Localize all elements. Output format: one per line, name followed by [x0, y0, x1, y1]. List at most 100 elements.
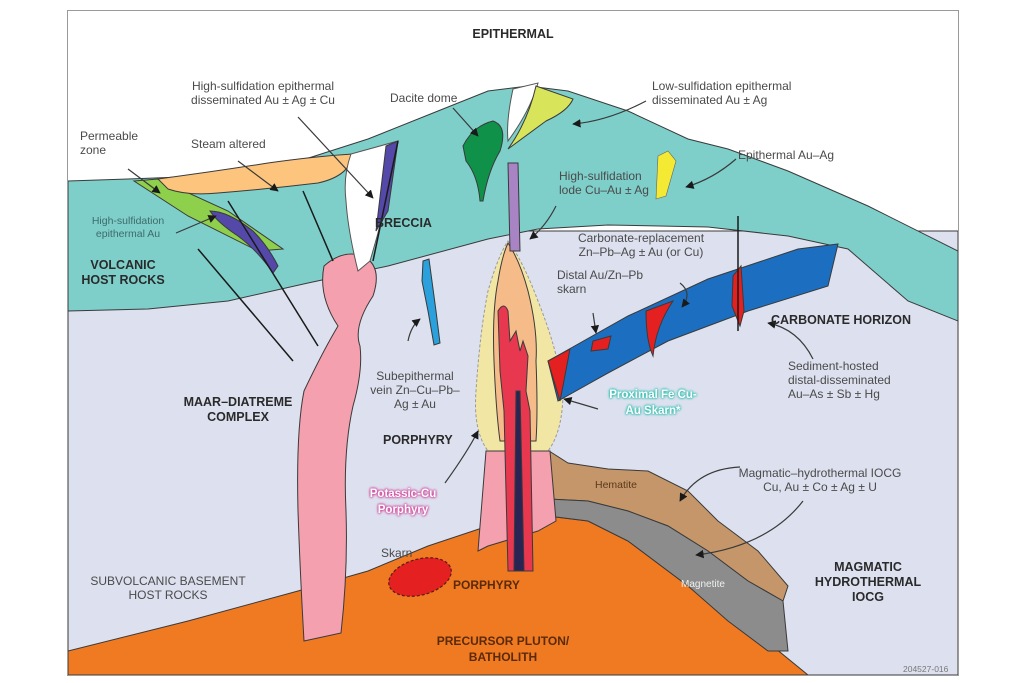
label-line: MAAR–DIATREME [183, 395, 293, 409]
arrow-subepi [407, 318, 421, 342]
label-hematite: Hematite [595, 479, 638, 491]
label-line: COMPLEX [207, 410, 269, 424]
label-line: epithermal Au [95, 228, 161, 240]
arrow-steam [237, 160, 279, 192]
arrow-ls [572, 100, 647, 128]
label-epithermal-au-ag: Epithermal Au–Ag [738, 148, 835, 162]
label-line: lode Cu–Au ± Ag [559, 183, 649, 197]
label-line: High-sulfidation [559, 169, 642, 183]
label-proximal-skarn: Proximal Fe Cu- Au Skarn* [598, 387, 708, 419]
label-ls-disseminated: Low-sulfidation epithermal disseminated … [652, 79, 791, 107]
label-potassic-cu: Potassic-Cu Porphyry [358, 486, 448, 518]
label-hs-epithermal-au: High-sulfidation epithermal Au [78, 215, 178, 241]
callout-arrows [127, 100, 814, 559]
label-permeable-zone: Permeable zone [80, 129, 138, 157]
label-line: Proximal Fe Cu- [609, 389, 697, 401]
low-sulfidation-zone [507, 85, 574, 150]
label-line: Au–As ± Sb ± Hg [788, 387, 880, 401]
arrow-dacite [452, 107, 479, 137]
label-line: MAGMATIC [834, 560, 902, 574]
label-line: HYDROTHERMAL [814, 575, 922, 589]
label-line: Distal Au/Zn–Pb [557, 268, 644, 282]
label-line: IOCG [852, 590, 884, 604]
carbonate-horizon [547, 243, 839, 402]
arrow-hs-lode [529, 205, 557, 240]
label-breccia: BRECCIA [375, 216, 432, 230]
label-subvolcanic-basement: SUBVOLCANIC BASEMENT HOST ROCKS [68, 574, 268, 602]
label-hs-disseminated: High-sulfidation epithermal disseminated… [168, 79, 358, 107]
label-iocg-deposit: Magmatic–hydrothermal IOCG Cu, Au ± Co ±… [720, 466, 920, 494]
label-line: Ag ± Au [394, 397, 436, 411]
high-sulfidation-vein-breccia [375, 140, 399, 232]
distal-skarn [590, 335, 612, 352]
dacite-dome [462, 120, 504, 202]
fault-line-4 [372, 140, 399, 262]
arrow-hs-dissem [297, 116, 374, 199]
subepithermal-vein [421, 258, 441, 346]
label-porphyry-lower: PORPHYRY [453, 578, 520, 592]
label-line: Magmatic–hydrothermal IOCG [738, 466, 902, 480]
geology-cross-section [68, 82, 958, 675]
arrow-potassic [444, 430, 479, 484]
fault-lines [197, 140, 399, 362]
label-line: disseminated Au ± Ag ± Cu [191, 93, 335, 107]
carbonate-replacement-patch [645, 299, 675, 358]
label-line: Carbonate-replacement [577, 231, 705, 245]
label-magnetite: Magnetite [681, 579, 725, 590]
high-sulfidation-lode [507, 162, 521, 252]
title-epithermal: EPITHERMAL [472, 27, 554, 41]
label-line: Low-sulfidation epithermal [652, 79, 792, 93]
label-distal-skarn: Distal Au/Zn–Pb skarn [557, 268, 643, 296]
skarn-body [388, 557, 452, 597]
label-line: High-sulfidation epithermal [191, 79, 335, 93]
maar-diatreme [297, 253, 377, 642]
arrow-iocg-hematite [679, 466, 741, 502]
label-carbonate-horizon: CARBONATE HORIZON [771, 313, 912, 327]
fault-line-2 [227, 200, 319, 347]
arrow-distal [590, 312, 600, 334]
arrow-hs-epi-au [175, 215, 217, 234]
label-line: disseminated Au ± Ag [652, 93, 768, 107]
label-line: vein Zn–Cu–Pb– [370, 383, 460, 397]
label-line: skarn [557, 282, 587, 296]
label-magmatic-iocg: MAGMATIC HYDROTHERMAL IOCG [808, 560, 928, 605]
label-line: VOLCANIC [90, 258, 156, 272]
label-line: Zn–Pb–Ag ± Au (or Cu) [578, 245, 704, 259]
arrow-iocg-magnetite [695, 500, 804, 559]
arrow-epithermal [685, 158, 737, 189]
label-line: PRECURSOR PLUTON/ [436, 634, 570, 648]
arrow-proximal [563, 397, 599, 410]
label-line: BATHOLITH [468, 650, 538, 664]
label-line: Au Skarn* [625, 405, 681, 417]
label-line: zone [80, 143, 107, 157]
label-carbonate-replacement: Carbonate-replacement Zn–Pb–Ag ± Au (or … [566, 231, 716, 259]
proximal-skarn [547, 348, 571, 402]
label-line: Cu, Au ± Co ± Ag ± U [763, 480, 877, 494]
label-line: Permeable [80, 129, 139, 143]
label-steam-altered: Steam altered [191, 137, 266, 151]
label-porphyry-upper: PORPHYRY [383, 433, 453, 447]
label-skarn: Skarn [381, 546, 413, 560]
label-dacite-dome: Dacite dome [390, 91, 458, 105]
epithermal-veins [655, 150, 677, 200]
label-line: HOST ROCKS [81, 273, 165, 287]
label-line: distal-disseminated [788, 373, 891, 387]
label-maar-diatreme: MAAR–DIATREME COMPLEX [168, 395, 308, 425]
magnetite-zone [547, 498, 789, 652]
label-line: High-sulfidation [91, 215, 165, 227]
arrow-carb-repl [679, 282, 690, 308]
arrow-sediment [767, 320, 814, 360]
figure-code: 204527-016 [903, 664, 949, 674]
label-hs-lode: High-sulfidation lode Cu–Au ± Ag [559, 169, 649, 197]
fault-line-3 [302, 190, 334, 262]
label-line: Subepithermal [376, 369, 454, 383]
diagram-frame: EPITHERMAL Permeable zone Steam altered … [67, 10, 959, 676]
label-volcanic-host: VOLCANIC HOST ROCKS [68, 258, 178, 288]
label-line: Porphyry [377, 504, 429, 516]
label-sediment-hosted: Sediment-hosted distal-disseminated Au–A… [788, 359, 891, 401]
label-line: Potassic-Cu [369, 488, 437, 500]
label-line: HOST ROCKS [128, 588, 208, 602]
arrow-permeable [127, 168, 161, 194]
label-line: Sediment-hosted [788, 359, 879, 373]
fault-line-1 [197, 248, 294, 362]
